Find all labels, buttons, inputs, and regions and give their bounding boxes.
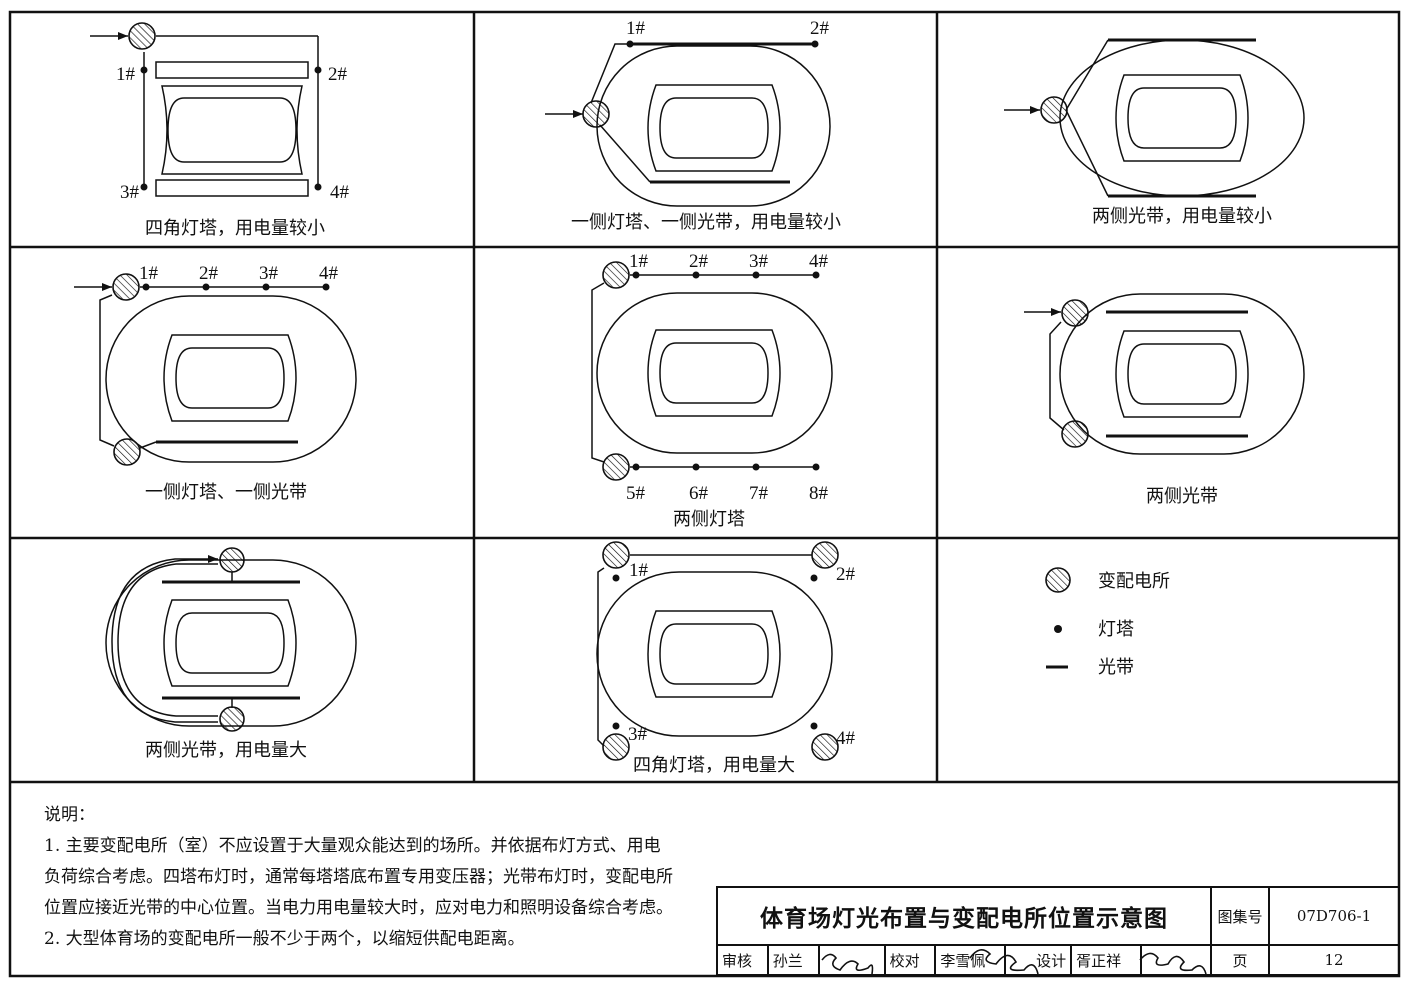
- legend-label: 光带: [1098, 657, 1134, 678]
- atlas-label: 图集号: [1210, 886, 1270, 946]
- tower-label: 4#: [330, 182, 350, 203]
- drawing-title: 体育场灯光布置与变配电所位置示意图: [716, 886, 1212, 946]
- frame: [8, 10, 1401, 978]
- notes-line: 2. 大型体育场的变配电所一般不少于两个，以缩短供配电距离。: [44, 929, 525, 949]
- check-label: 校对: [883, 944, 937, 976]
- tower-label: 1#: [116, 64, 136, 85]
- tower-label: 7#: [749, 483, 769, 504]
- panel-4-caption: 一侧灯塔、一侧光带: [145, 482, 307, 503]
- tower-dots: [140, 40, 820, 730]
- page-label: 页: [1210, 944, 1270, 976]
- panel-6-diagram: [1024, 293, 1305, 455]
- notes-line: 负荷综合考虑。四塔布灯时，通常每塔塔底布置专用变压器；光带布灯时，变配电所: [44, 867, 673, 887]
- tower-label: 3#: [259, 263, 279, 284]
- tower-label: 3#: [120, 182, 140, 203]
- panel-3-caption: 两侧光带，用电量较小: [1092, 206, 1272, 227]
- tower-label: 4#: [836, 728, 856, 749]
- tower-label: 2#: [810, 18, 830, 39]
- tower-label: 4#: [319, 263, 339, 284]
- dot-icon: [1054, 625, 1062, 633]
- substations: [112, 22, 1089, 761]
- tower-label: 2#: [689, 251, 709, 272]
- tower-label: 3#: [749, 251, 769, 272]
- panel-7-diagram: [105, 558, 357, 727]
- legend: 变配电所 灯塔 光带: [1045, 567, 1170, 678]
- tower-labels: 1# 2# 3# 4# 1# 2# 1# 2# 3# 4# 1# 2# 3# 4…: [116, 18, 856, 749]
- panel-2-caption: 一侧灯塔、一侧光带，用电量较小: [571, 212, 841, 233]
- reviewer-name: 孙兰: [766, 944, 820, 976]
- designer-signature: [1140, 944, 1212, 976]
- panel-6-caption: 两侧光带: [1146, 486, 1218, 507]
- hatched-circle-icon: [1045, 567, 1071, 593]
- checker-name: 李雪佩: [934, 944, 1007, 976]
- panel-1-caption: 四角灯塔，用电量较小: [145, 218, 325, 239]
- panel-1-diagram: [90, 35, 319, 197]
- panel-5-caption: 两侧灯塔: [673, 509, 745, 530]
- tower-label: 8#: [809, 483, 829, 504]
- panel-4-diagram: [74, 286, 357, 463]
- tower-label: 2#: [199, 263, 219, 284]
- tower-label: 2#: [328, 64, 348, 85]
- panel-captions: 四角灯塔，用电量较小 一侧灯塔、一侧光带，用电量较小 两侧光带，用电量较小 一侧…: [145, 206, 1272, 776]
- panel-5-diagram: [591, 274, 833, 468]
- legend-label: 灯塔: [1098, 619, 1134, 640]
- panel-2-diagram: [545, 42, 831, 207]
- design-label-cell: 设计: [1004, 944, 1073, 976]
- tower-label: 5#: [626, 483, 646, 504]
- panel-7-caption: 两侧光带，用电量大: [145, 740, 307, 761]
- reviewer-signature: [817, 944, 886, 976]
- page-number: 12: [1268, 944, 1400, 976]
- notes: 说明： 1. 主要变配电所（室）不应设置于大量观众能达到的场所。并依据布灯方式、…: [44, 800, 684, 955]
- tower-label: 4#: [809, 251, 829, 272]
- review-label: 审核: [716, 944, 769, 976]
- title-block: 体育场灯光布置与变配电所位置示意图 图集号 07D706-1 审核 孙兰 校对 …: [716, 886, 1400, 976]
- panel-8-caption: 四角灯塔，用电量大: [633, 755, 795, 776]
- feed-arrows: [102, 32, 1061, 563]
- legend-label: 变配电所: [1098, 571, 1170, 592]
- tower-label: 2#: [836, 564, 856, 585]
- tower-label: 1#: [139, 263, 159, 284]
- panel-8-diagram: [596, 554, 833, 747]
- designer-name: 胥正祥: [1070, 944, 1142, 976]
- design-label: 设计: [1036, 951, 1067, 970]
- notes-line: 位置应接近光带的中心位置。当电力用电量较大时，应对电力和照明设备综合考虑。: [44, 898, 673, 918]
- tower-label: 1#: [629, 251, 649, 272]
- tower-label: 1#: [626, 18, 646, 39]
- tower-label: 6#: [689, 483, 709, 504]
- tower-label: 1#: [629, 560, 649, 581]
- tower-label: 3#: [628, 724, 648, 745]
- notes-heading: 说明：: [44, 805, 95, 825]
- notes-line: 1. 主要变配电所（室）不应设置于大量观众能达到的场所。并依据布灯方式、用电: [44, 836, 661, 856]
- atlas-number: 07D706-1: [1268, 886, 1400, 946]
